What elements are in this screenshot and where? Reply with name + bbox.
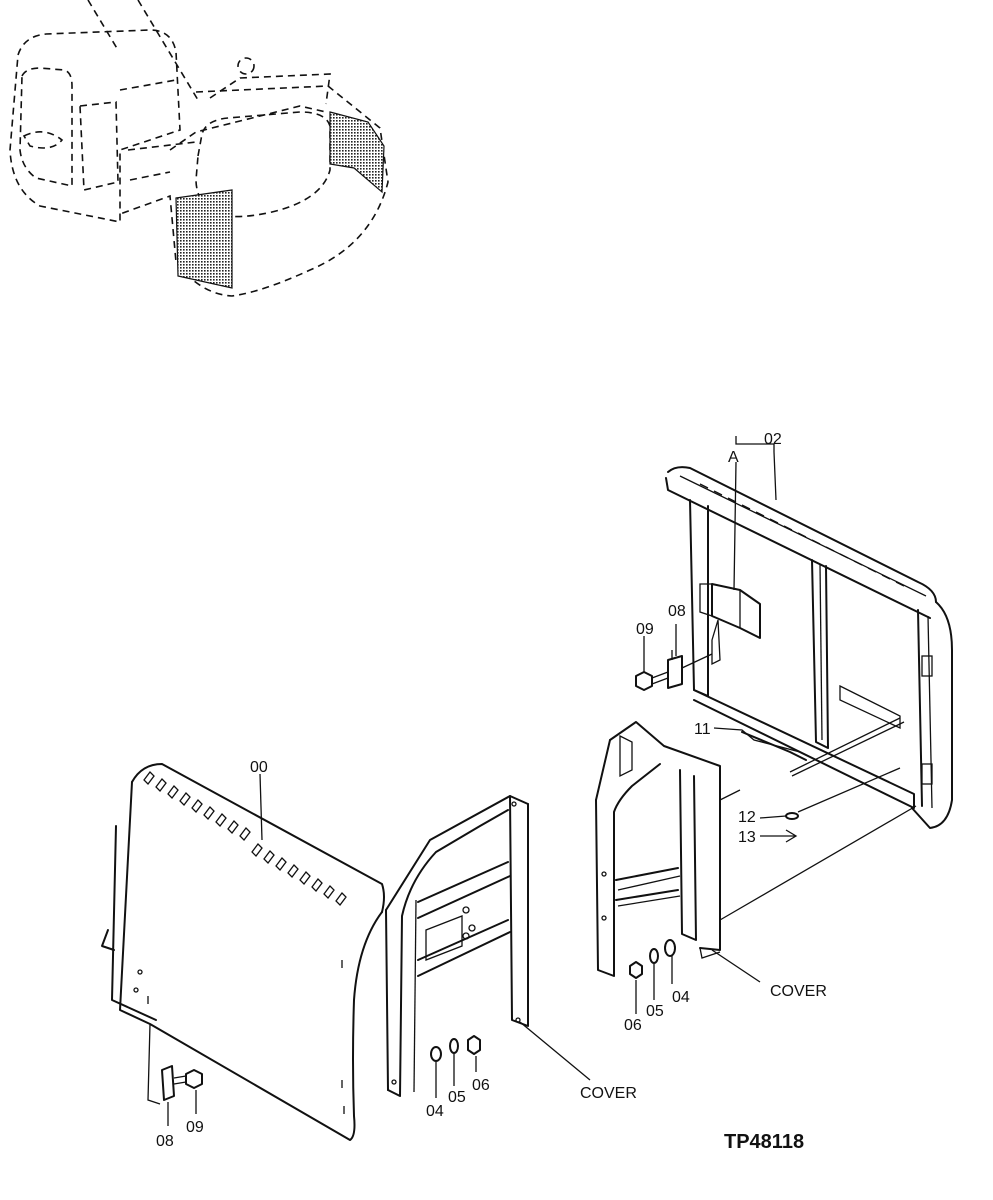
label-part-06-right: 06 (624, 1017, 642, 1034)
inner-frame-right (595, 721, 917, 983)
bracket-bolt-left (161, 1065, 203, 1126)
rail-slots (699, 483, 905, 587)
bracket-bolt-right (635, 624, 713, 691)
inner-frame-left (385, 795, 591, 1097)
label-part-11: 11 (694, 721, 711, 738)
label-part-00: 00 (250, 759, 268, 776)
label-cover-left: COVER (580, 1085, 637, 1102)
label-part-12: 12 (738, 809, 756, 826)
label-part-05-left: 05 (448, 1089, 466, 1106)
label-cover-right: COVER (770, 983, 827, 1000)
label-part-02: 02 (764, 431, 782, 448)
rod-11-and-fasteners (713, 717, 905, 843)
grille-frame-02 (665, 436, 953, 829)
label-detail-a: A (728, 449, 739, 466)
label-part-09-right: 09 (636, 621, 654, 638)
label-part-09-left: 09 (186, 1119, 204, 1136)
label-part-04-right: 04 (672, 989, 690, 1006)
label-part-05-right: 05 (646, 1003, 664, 1020)
label-part-08-left: 08 (156, 1133, 174, 1150)
drawing-code: TP48118 (724, 1131, 804, 1153)
label-part-13: 13 (738, 829, 756, 846)
washers-right (629, 939, 676, 1014)
washers-left (430, 1035, 481, 1098)
excavator-overview (9, 0, 389, 297)
label-part-04-left: 04 (426, 1103, 444, 1120)
side-panel-00 (101, 763, 385, 1141)
label-part-08-right: 08 (668, 603, 686, 620)
label-part-06-left: 06 (472, 1077, 490, 1094)
